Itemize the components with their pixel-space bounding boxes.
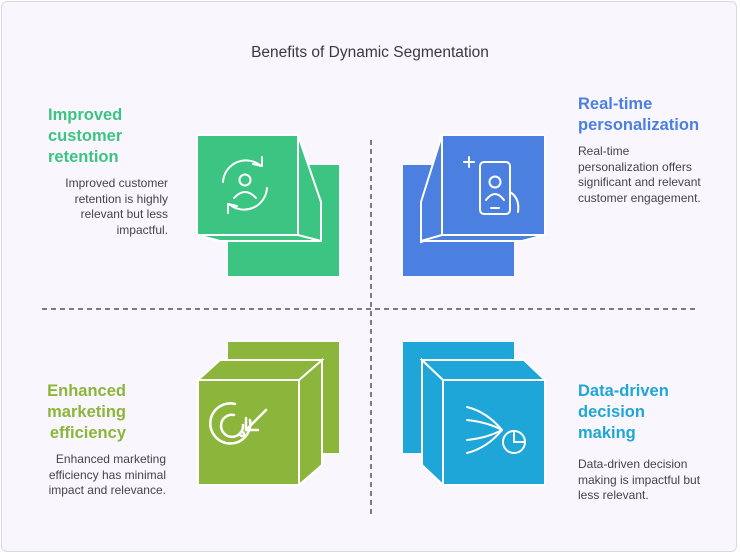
cube-real-time-personalization [403,134,546,276]
cube-data-driven-decision-making [403,342,548,488]
description-improved-customer-retention: Improved customer retention is highly re… [65,176,168,237]
description-real-time-personalization: Real-time personalization offers signifi… [578,144,701,205]
diagram-title: Benefits of Dynamic Segmentation [251,44,489,61]
description-enhanced-marketing-efficiency: Enhanced marketing efficiency has minima… [48,452,166,497]
data-flow-chart-icon [466,406,526,454]
heading-improved-customer-retention: Improved customer retention [48,106,123,166]
user-refresh-icon [222,156,268,214]
cube-enhanced-marketing-efficiency [195,342,339,488]
target-arrow-icon [209,402,268,445]
heading-enhanced-marketing-efficiency: Enhanced marketing efficiency [47,382,126,442]
smartphone-user-icon [463,156,520,215]
heading-data-driven-decision-making: Data-driven decision making [578,382,669,442]
heading-real-time-personalization: Real-time personalization [578,95,700,134]
description-data-driven-decision-making: Data-driven decision making is impactful… [578,457,701,502]
cube-improved-customer-retention [196,134,339,276]
